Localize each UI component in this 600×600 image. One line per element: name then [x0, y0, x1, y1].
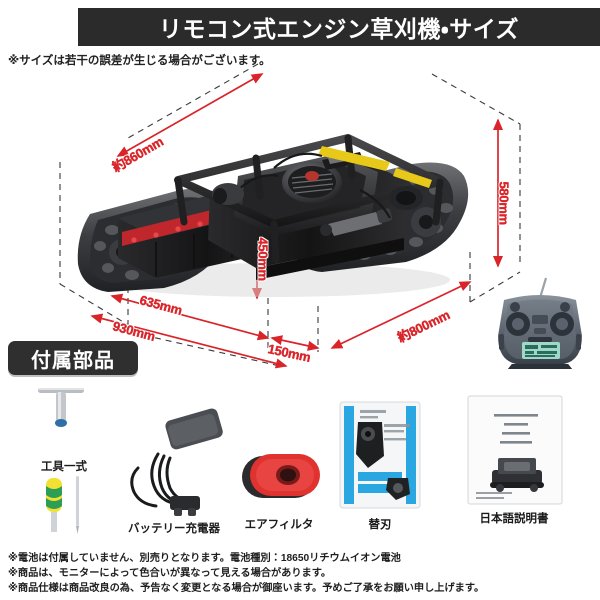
- caution-sticker: [318, 146, 432, 188]
- part-item-tool-set: 工具一式: [8, 382, 120, 536]
- exhaust-muffler: [389, 186, 423, 210]
- part-item-air-filter: エアフィルタ: [228, 438, 330, 532]
- part-label-tool-set: 工具一式: [41, 461, 87, 473]
- dimension-lines-layer: [59, 63, 521, 369]
- page-title-banner: リモコン式エンジン草刈機・サイズ: [78, 8, 600, 46]
- screwdriver-icon: [8, 474, 120, 536]
- manual-booklet-icon: [446, 390, 582, 510]
- part-label-air-filter: エアフィルタ: [244, 519, 314, 531]
- front-motor: [212, 183, 244, 205]
- dimension-label-height-overall: 580mm: [496, 181, 512, 225]
- antenna-icon: [538, 277, 548, 299]
- included-parts-badge: 付属部品: [8, 341, 138, 375]
- part-item-spare-blade: 替刃: [322, 394, 438, 532]
- part-label-battery-charger: バッテリー充電器: [128, 523, 220, 535]
- part-label-manual: 日本語説明書: [479, 513, 549, 525]
- footer-notes: ※電池は付属していません、別売りとなります。電池種別：18650リチウムイオン電…: [8, 551, 598, 596]
- footer-note-color: ※商品は、モニターによって色合いが異なって見える場合があります。: [8, 568, 332, 579]
- size-disclaimer-note: ※サイズは若干の誤差が生じる場合がございます。: [8, 55, 271, 67]
- remote-controller-photo: [488, 276, 592, 372]
- size-diagram: 約860mm 580mm 450mm 635mm 930mm 150mm 約80…: [0, 63, 600, 369]
- blade-pack-icon: [322, 394, 438, 516]
- power-adapter-icon: [112, 408, 236, 520]
- part-label-spare-blade: 替刃: [368, 519, 392, 531]
- footer-note-spec: ※商品仕様は商品改良の為、予告なく変更となる場合が御座います。予めご了承をお願い…: [8, 583, 485, 594]
- hydraulic-cylinder: [320, 208, 393, 236]
- air-filter-icon: [228, 438, 330, 516]
- dimension-label-cutting-height: 450mm: [255, 237, 271, 281]
- part-item-manual: 日本語説明書: [446, 390, 582, 526]
- wrench-screwdriver-icon: [8, 382, 120, 458]
- included-parts-label: 付属部品: [31, 349, 115, 372]
- mower-product-photo: [60, 72, 480, 302]
- footer-note-battery: ※電池は付属していません、別売りとなります。電池種別：18650リチウムイオン電…: [8, 553, 401, 564]
- page-title: リモコン式エンジン草刈機・サイズ: [158, 16, 520, 42]
- included-parts-list: 工具一式: [0, 382, 600, 550]
- part-item-battery-charger: バッテリー充電器: [112, 408, 236, 536]
